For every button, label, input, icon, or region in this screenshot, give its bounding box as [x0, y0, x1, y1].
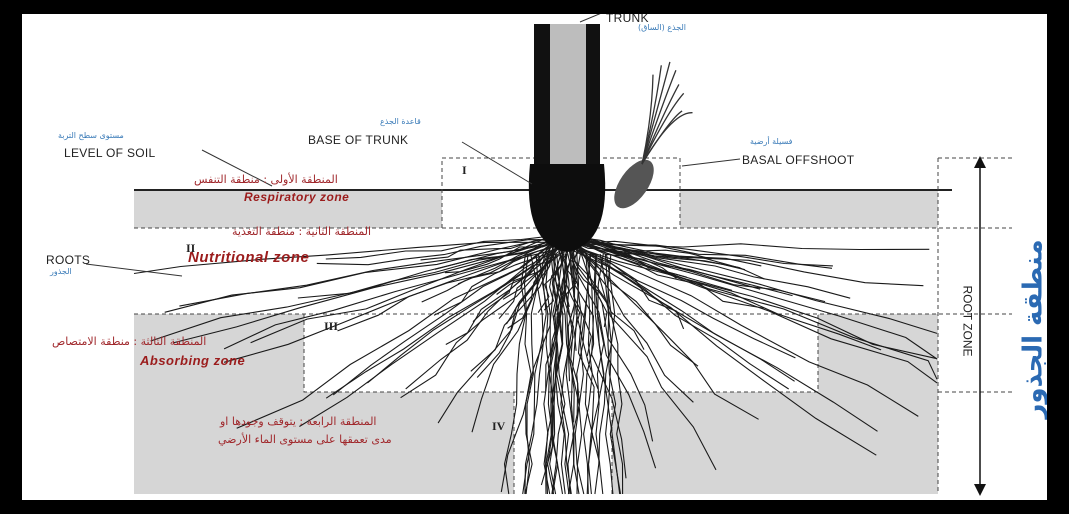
trunk-arabic-label: الجذع (الساق) — [638, 24, 686, 32]
zone-2-english-label: Nutritional zone — [188, 250, 309, 265]
deep-root-strand — [589, 254, 604, 494]
zone-3-english-label: Absorbing zone — [140, 354, 245, 367]
basal-offshoot-label: BASAL OFFSHOOT — [742, 154, 854, 166]
soil-block-zone4-right — [612, 392, 938, 494]
root-zone-arabic-label: منطقة الجذور — [1019, 239, 1047, 418]
roots-arabic-label: الجذور — [50, 268, 72, 276]
trunk — [529, 24, 605, 252]
basal-offshoot-arabic-label: فسيلة أرضية — [750, 138, 792, 146]
base-of-trunk-arabic-label: قاعدة الجذع — [380, 118, 421, 126]
roots-label: ROOTS — [46, 254, 90, 266]
zone-2-arabic-label: المنطقة الثانية : منطقة التغذية — [232, 226, 371, 237]
basal-offshoot — [606, 62, 692, 215]
zone-4-numeral: IV — [492, 420, 505, 432]
zone-4-arabic-line1: المنطقة الرابعة : يتوقف وجودها او — [220, 416, 376, 427]
root-strand — [575, 240, 929, 249]
zone-3-numeral: III — [324, 320, 338, 332]
zone-1-arabic-label: المنطقة الأولى : منطقة التنفس — [194, 174, 338, 185]
diagram-canvas: TRUNK الجذع (الساق) قاعدة الجذع BASE OF … — [22, 14, 1047, 500]
zone-3-arabic-label: المنطقة الثالثة : منطقة الامتصاص — [52, 336, 206, 347]
leader-lines — [86, 14, 740, 276]
zone-1-numeral: I — [462, 164, 467, 176]
offshoot-frond — [642, 62, 670, 164]
root-zone-diagram — [22, 14, 1047, 500]
zone-1-english-label: Respiratory zone — [244, 191, 349, 203]
soil-block-zone1-right — [680, 190, 938, 228]
level-of-soil-label: LEVEL OF SOIL — [64, 147, 156, 159]
root-zone-arrow — [974, 156, 986, 496]
zone-4-arabic-line2: مدى تعمقها على مستوى الماء الأرضي — [218, 434, 392, 445]
image-frame: TRUNK الجذع (الساق) قاعدة الجذع BASE OF … — [8, 8, 1061, 506]
level-of-soil-arabic-label: مستوى سطح التربة — [58, 132, 124, 140]
deep-root-strand — [525, 254, 543, 494]
root-zone-label: ROOT ZONE — [961, 285, 975, 356]
base-of-trunk-label: BASE OF TRUNK — [308, 134, 408, 146]
